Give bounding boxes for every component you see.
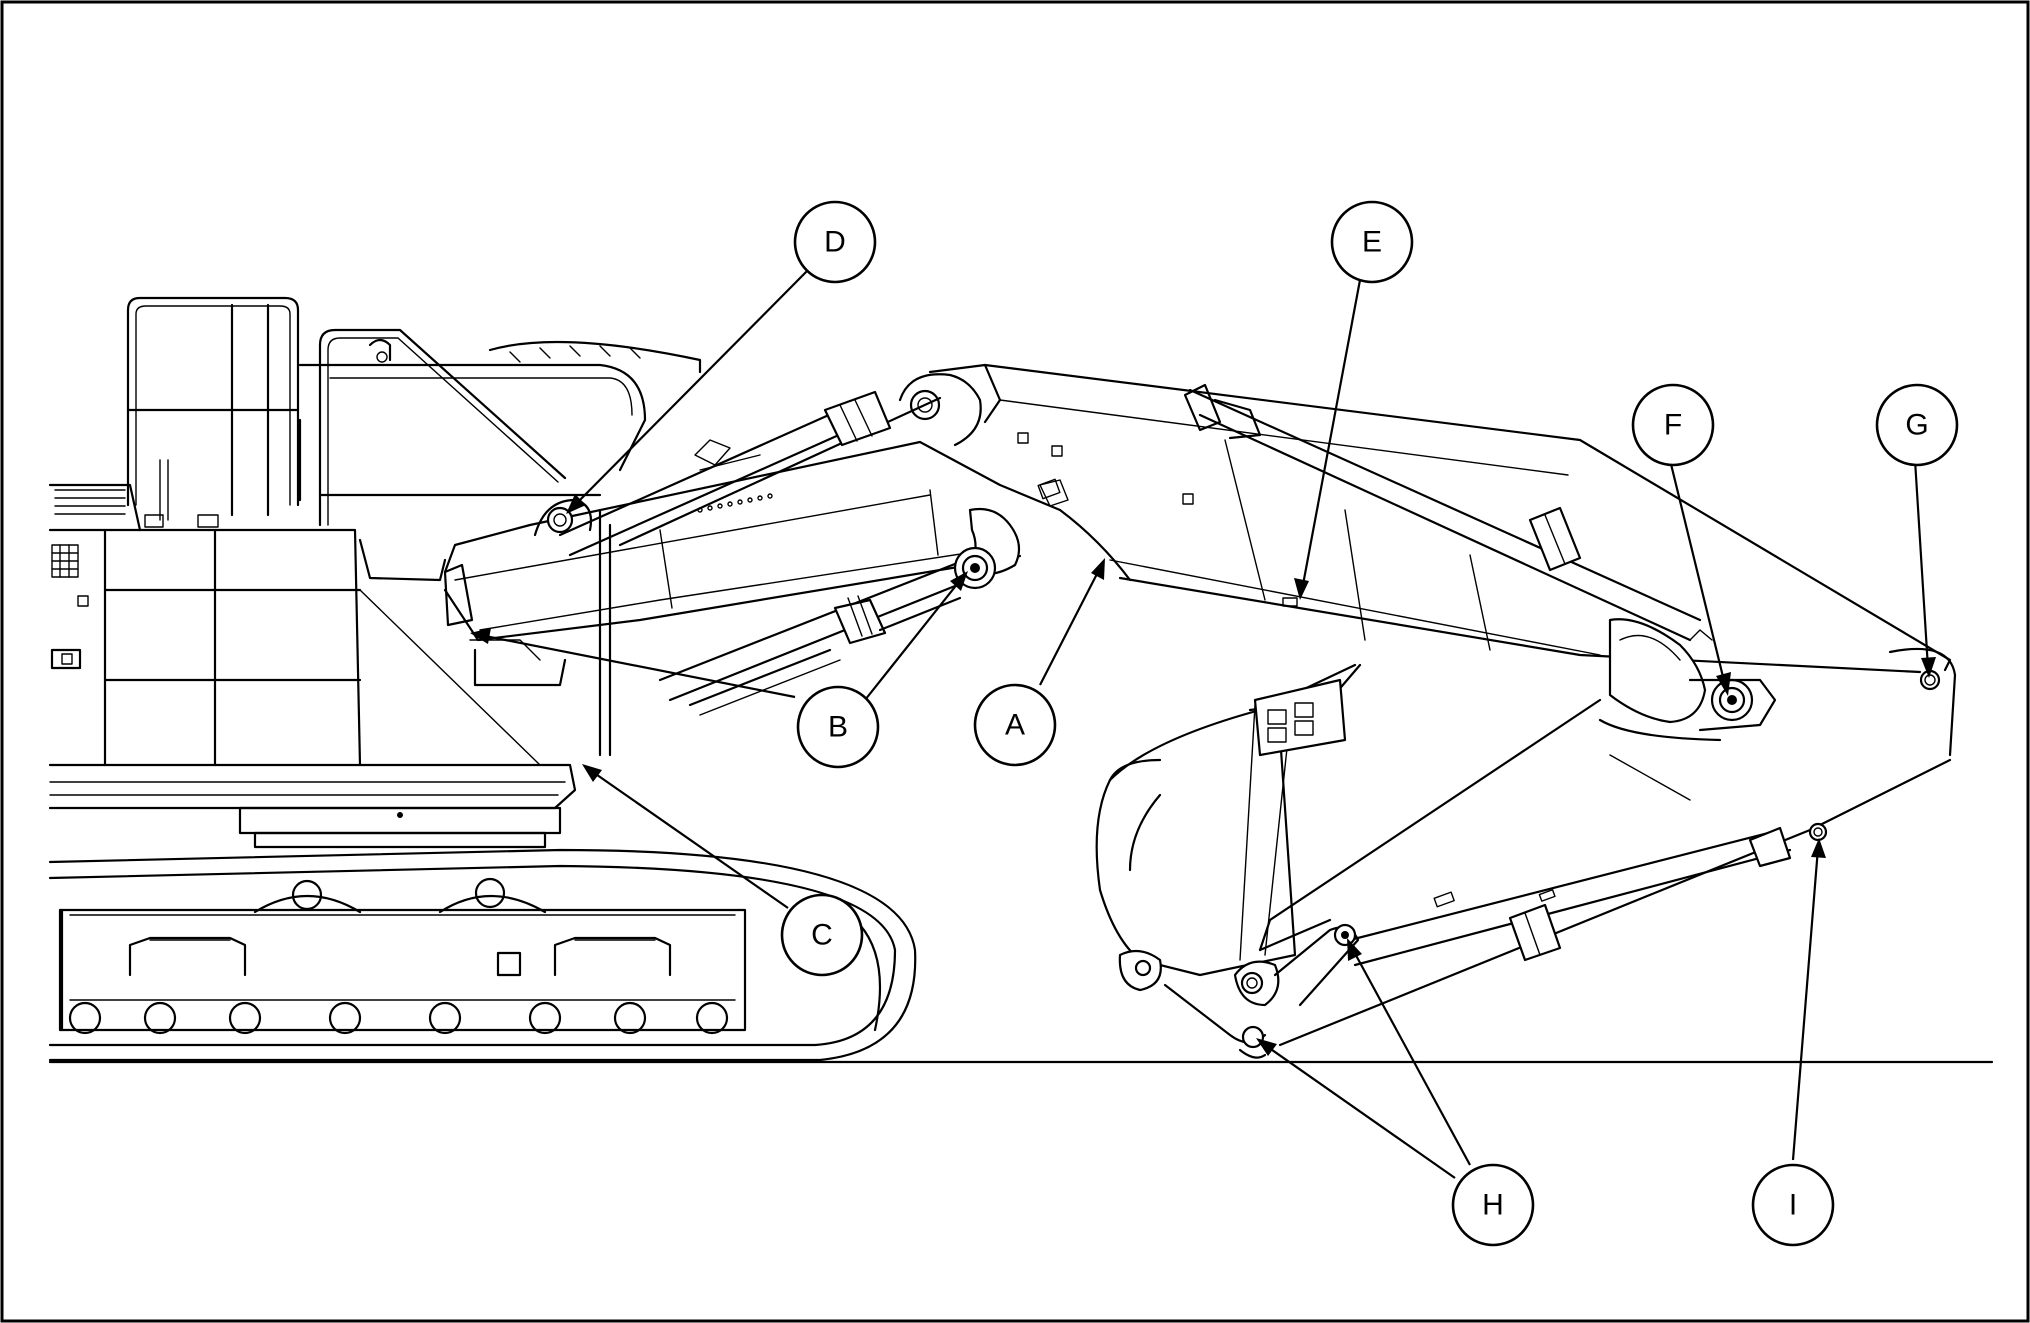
callout-I: I [1751, 1163, 1835, 1247]
arrowhead-G [1921, 657, 1936, 678]
callout-label-I: I [1789, 1189, 1797, 1222]
callout-label-G: G [1905, 409, 1928, 442]
arrowhead-H1 [1347, 938, 1362, 961]
arrowheads [470, 494, 1936, 1056]
arrowhead-A [1091, 558, 1105, 580]
arrowhead-I [1811, 838, 1826, 858]
callout-label-E: E [1362, 226, 1382, 259]
callout-C: C [780, 893, 864, 977]
long-boom [898, 363, 1957, 757]
arrowhead-E [1294, 578, 1309, 600]
upper-structure [48, 296, 702, 810]
leader-lines [479, 267, 1930, 1179]
callout-label-A: A [1005, 709, 1025, 742]
callout-label-H: H [1482, 1189, 1504, 1222]
callout-E: E [1330, 200, 1414, 284]
callout-D: D [793, 200, 877, 284]
arrowhead-B1 [470, 628, 491, 644]
arrowhead-B2 [950, 571, 968, 591]
hose-holes [697, 493, 773, 513]
main-boom-cylinder [533, 390, 942, 557]
arm-cylinder [1183, 383, 1777, 732]
callout-label-C: C [811, 919, 833, 952]
callout-A: A [973, 683, 1057, 767]
crawler-track [48, 848, 917, 1062]
callout-F: F [1631, 383, 1715, 467]
arrowhead-F [1716, 672, 1731, 696]
arrowhead-H2 [1256, 1038, 1277, 1056]
boom [443, 440, 1069, 687]
arrowhead-C [582, 764, 602, 782]
arrowhead-D [566, 494, 586, 514]
callout-label-B: B [828, 711, 848, 744]
engine-grille [51, 544, 79, 578]
arm [1258, 698, 1952, 1047]
callout-label-D: D [824, 226, 846, 259]
callout-H: H [1451, 1163, 1535, 1247]
callout-B: B [796, 685, 880, 769]
callout-G: G [1875, 383, 1959, 467]
track-rollers [68, 1001, 729, 1035]
bucket [1095, 663, 1362, 1059]
top-handrail [126, 296, 300, 521]
callout-label-F: F [1664, 409, 1682, 442]
